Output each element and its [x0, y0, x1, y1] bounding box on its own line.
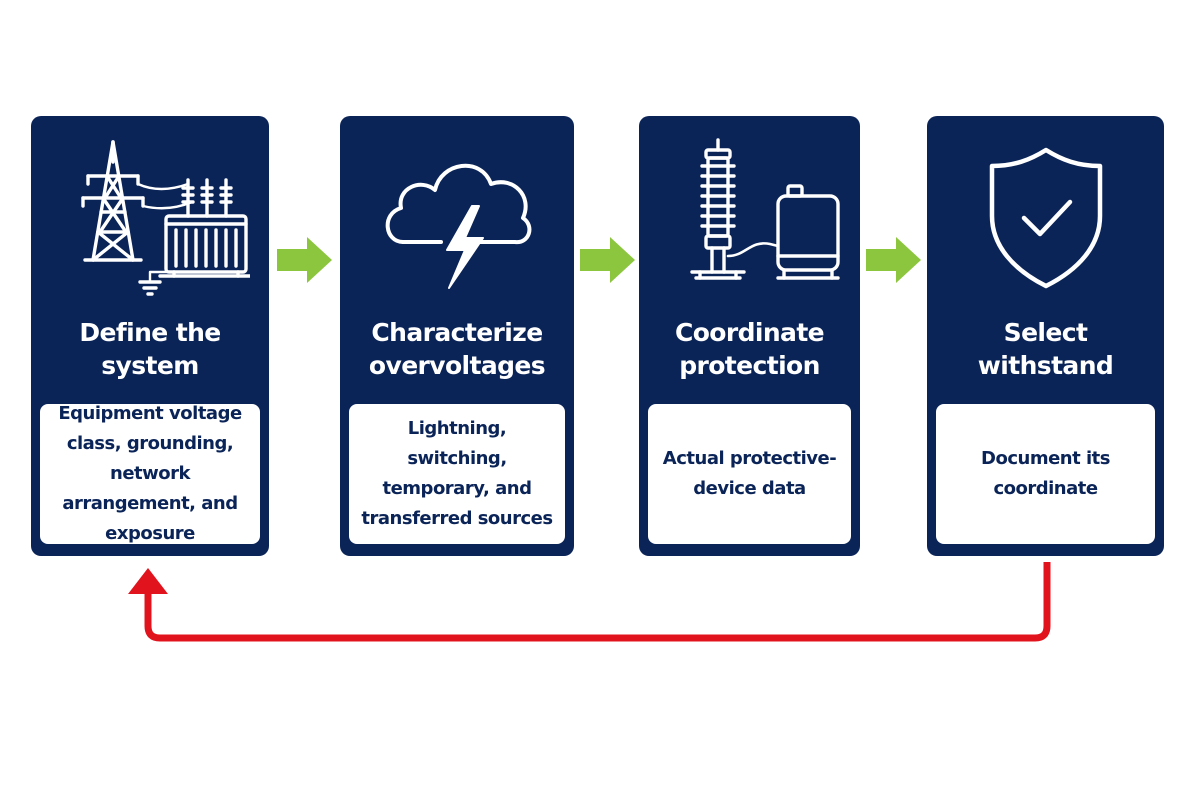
step-title: Characterize overvoltages — [368, 318, 546, 380]
step-title: Define the system — [79, 318, 221, 380]
step-select-withstand: Select withstand Document its coordinate — [927, 116, 1164, 556]
step-description: Document its coordinate — [936, 404, 1155, 544]
step-characterize-overvoltages: Characterize overvoltages Lightning, swi… — [340, 116, 574, 556]
step-description: Equipment voltage class, grounding, netw… — [40, 403, 260, 544]
step-coordinate-protection: Coordinate protection Actual protective-… — [639, 116, 860, 556]
step-description: Lightning, switching, temporary, and tra… — [349, 404, 565, 544]
step-title: Select withstand — [977, 318, 1114, 380]
flow-arrow-icon — [277, 237, 332, 283]
flow-arrow-icon — [580, 237, 635, 283]
surge-arrester-equipment-icon — [639, 132, 860, 302]
shield-check-icon — [927, 132, 1164, 302]
flow-arrow-icon — [866, 237, 921, 283]
arrow-head-icon — [128, 568, 168, 594]
step-title: Coordinate protection — [674, 318, 825, 380]
step-description: Actual protective-device data — [648, 404, 851, 544]
transmission-tower-transformer-icon — [31, 132, 269, 302]
step-define-system: Define the system Equipment voltage clas… — [31, 116, 269, 556]
storm-cloud-lightning-icon — [340, 132, 574, 302]
